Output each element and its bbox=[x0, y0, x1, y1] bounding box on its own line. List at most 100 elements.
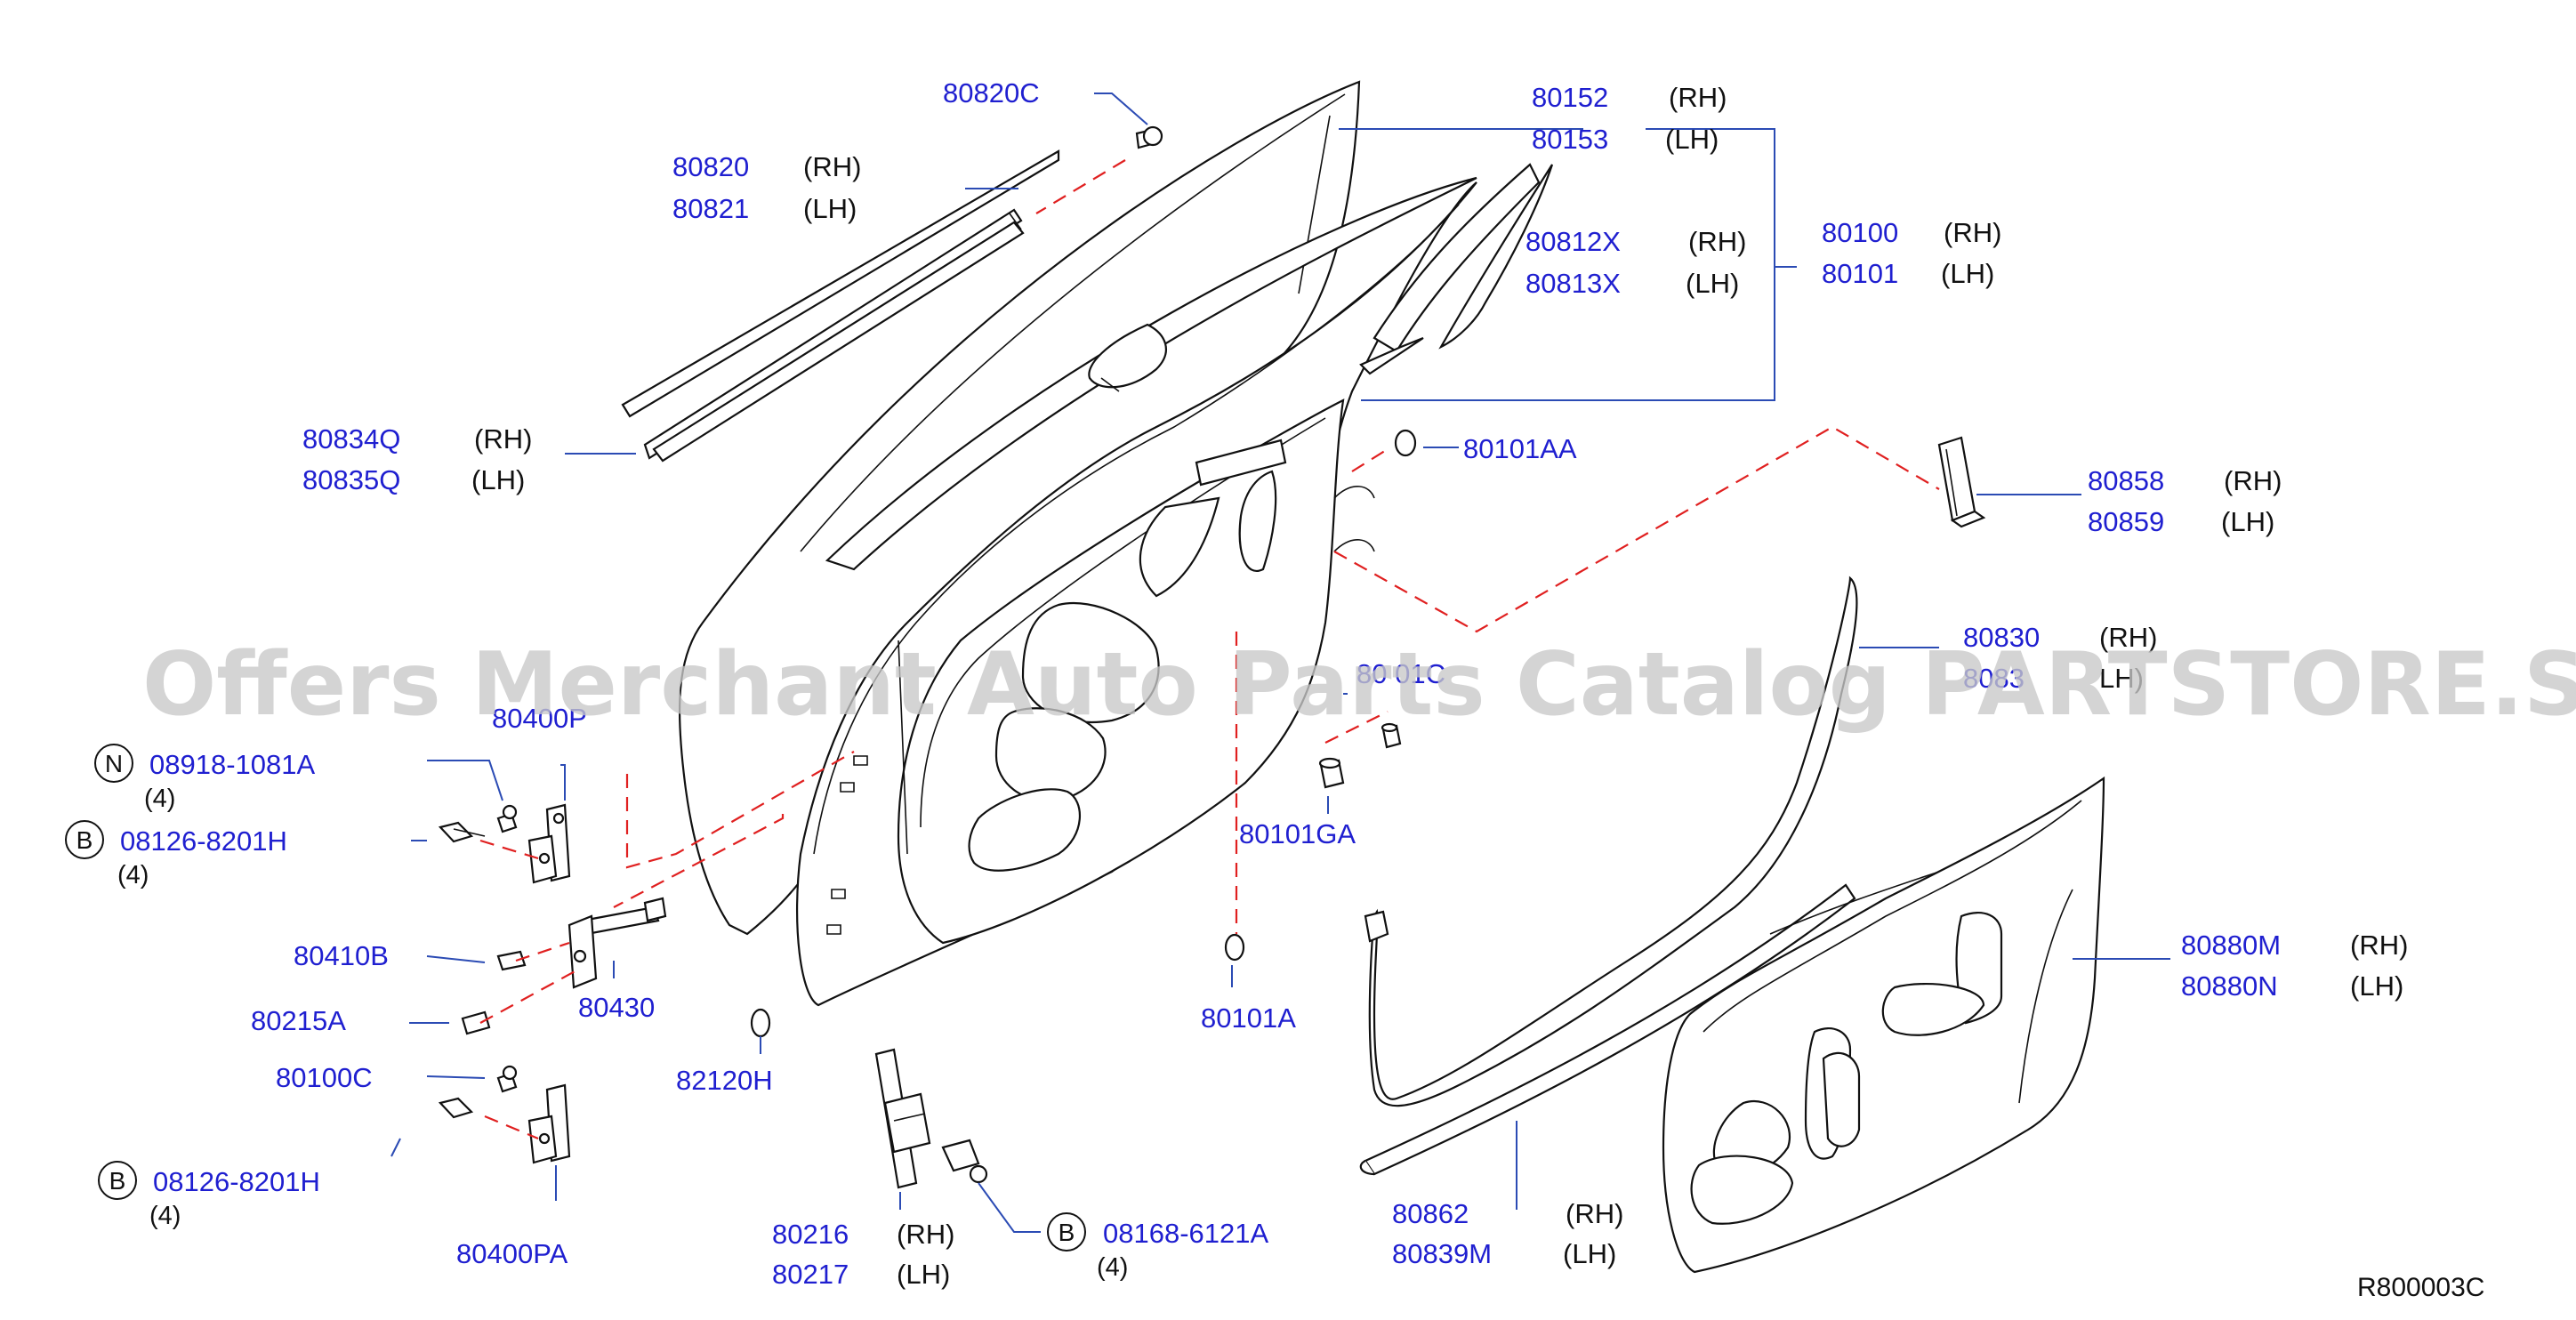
side-label: (RH) bbox=[2350, 930, 2408, 961]
lower-hinge-80400PA bbox=[438, 1065, 571, 1164]
part-number: 80839M bbox=[1392, 1238, 1492, 1269]
quantity: (4) bbox=[149, 1202, 181, 1230]
assembly-dashed-lines bbox=[479, 159, 1940, 1140]
callout-80101AA: 80101AA bbox=[1463, 433, 1577, 464]
side-label: (LH) bbox=[897, 1259, 950, 1290]
part-number: 80812X bbox=[1525, 226, 1621, 257]
part-number: 80820C bbox=[943, 77, 1040, 109]
part-number: 80430 bbox=[578, 992, 655, 1023]
upper-hinge-80400P bbox=[438, 803, 571, 884]
side-label: (LH) bbox=[1563, 1238, 1616, 1269]
badge-circle bbox=[98, 1161, 137, 1200]
callout-80400PA: 80400PA bbox=[456, 1238, 568, 1269]
clip-80820C bbox=[1135, 125, 1163, 149]
callout-80101C: 80 01C bbox=[1356, 658, 1445, 689]
side-label: (RH) bbox=[2099, 622, 2157, 653]
callout-80862: 80862 (RH) 80839M (LH) bbox=[1392, 1198, 1623, 1269]
part-number: 80101A bbox=[1201, 1002, 1296, 1034]
callout-08126-8201H-upper: B 08126-8201H (4) bbox=[65, 820, 287, 889]
door-trim-panel-80880 bbox=[1662, 776, 2105, 1274]
callout-80216: 80216 (RH) 80217 (LH) bbox=[772, 1219, 954, 1290]
part-number: 80101AA bbox=[1463, 433, 1577, 464]
quantity: (4) bbox=[1097, 1253, 1128, 1282]
callout-80820: 80820 (RH) 80821 (LH) bbox=[672, 151, 861, 224]
callout-80430: 80430 bbox=[578, 992, 655, 1023]
callout-80101A: 80101A bbox=[1201, 1002, 1296, 1034]
callout-80880M: 80880M (RH) 80880N (LH) bbox=[2181, 930, 2408, 1002]
callout-80830: 80830 (RH) 8083 LH) bbox=[1963, 622, 2157, 694]
callout-80858: 80858 (RH) 80859 (LH) bbox=[2088, 465, 2282, 537]
callout-08918-1081A: N 08918-1081A (4) bbox=[94, 744, 315, 813]
callout-80820C: 80820C bbox=[943, 77, 1040, 109]
side-label: (LH) bbox=[1686, 268, 1739, 299]
part-number: 80153 bbox=[1532, 124, 1608, 155]
watermark: Offers Merchant Auto Parts Catalog PARTS… bbox=[142, 634, 2576, 736]
badge-letter: B bbox=[1059, 1219, 1075, 1246]
callout-80100: 80100 (RH) 80101 (LH) bbox=[1822, 217, 2001, 289]
badge-letter: B bbox=[109, 1167, 126, 1195]
part-number: 80100 bbox=[1822, 217, 1898, 248]
callout-80215A: 80215A bbox=[251, 1005, 346, 1036]
callout-08168-6121A: B 08168-6121A (4) bbox=[1047, 1212, 1268, 1282]
badge-circle bbox=[94, 744, 133, 783]
part-number: 80215A bbox=[251, 1005, 346, 1036]
door-inner-panel bbox=[795, 181, 1477, 1007]
part-number: 08126-8201H bbox=[120, 825, 287, 857]
outer-molding-strips bbox=[621, 149, 1060, 463]
part-number: 80859 bbox=[2088, 506, 2164, 537]
part-number: 80858 bbox=[2088, 465, 2164, 496]
part-number: 82120H bbox=[676, 1065, 773, 1096]
callout-80152: 80152 (RH) 80153 (LH) bbox=[1532, 82, 1727, 155]
side-label: (RH) bbox=[1944, 217, 2001, 248]
quantity: (4) bbox=[117, 861, 149, 889]
leader-lines bbox=[390, 93, 2170, 1233]
check-link-80430 bbox=[461, 897, 667, 1035]
catalog-code: R800003C bbox=[2357, 1273, 2484, 1302]
side-label: (RH) bbox=[1688, 226, 1746, 257]
callout-80834Q: 80834Q (RH) 80835Q (LH) bbox=[302, 423, 532, 495]
side-label: (RH) bbox=[474, 423, 532, 455]
side-label: (LH) bbox=[803, 193, 857, 224]
side-label: (RH) bbox=[1566, 1198, 1623, 1229]
part-number: 80835Q bbox=[302, 464, 400, 495]
part-number: 80152 bbox=[1532, 82, 1608, 113]
side-label: (RH) bbox=[1669, 82, 1727, 113]
side-label: (LH) bbox=[2350, 970, 2403, 1002]
callout-80410B: 80410B bbox=[294, 940, 389, 971]
weatherstrip-80830 bbox=[1359, 575, 1858, 1176]
callout-80101GA: 80101GA bbox=[1239, 818, 1356, 849]
part-number: 80216 bbox=[772, 1219, 849, 1250]
side-label: (LH) bbox=[2221, 506, 2274, 537]
part-number: 80813X bbox=[1525, 268, 1621, 299]
plug-82120H bbox=[750, 1008, 771, 1038]
part-number: 80217 bbox=[772, 1259, 849, 1290]
callout-08126-8201H-lower: B 08126-8201H (4) bbox=[98, 1161, 320, 1230]
part-number: 80834Q bbox=[302, 423, 400, 455]
quantity: (4) bbox=[144, 785, 175, 813]
part-number: 80410B bbox=[294, 940, 389, 971]
callout-80100C: 80100C bbox=[276, 1062, 373, 1093]
grommets-80101GA bbox=[1318, 722, 1402, 789]
side-label: (LH) bbox=[1941, 258, 1994, 289]
part-number: 80880M bbox=[2181, 930, 2281, 961]
plug-80101AA bbox=[1394, 429, 1417, 457]
part-number: 80 01C bbox=[1356, 658, 1445, 689]
part-number: 80400P bbox=[492, 703, 587, 734]
callout-80812X: 80812X (RH) 80813X (LH) bbox=[1525, 226, 1746, 299]
part-number: 80100C bbox=[276, 1062, 373, 1093]
part-number: 80101GA bbox=[1239, 818, 1356, 849]
part-number: 8083 bbox=[1963, 663, 2025, 694]
side-label: (RH) bbox=[2224, 465, 2282, 496]
side-label: (LH) bbox=[1665, 124, 1719, 155]
callout-80400P: 80400P bbox=[492, 703, 587, 734]
side-label: (RH) bbox=[803, 151, 861, 182]
part-number: 08918-1081A bbox=[149, 749, 315, 780]
rear-accent-trim bbox=[1438, 164, 1554, 350]
part-number: 08168-6121A bbox=[1103, 1218, 1268, 1249]
part-number: 08126-8201H bbox=[153, 1166, 320, 1197]
part-number: 80880N bbox=[2181, 970, 2278, 1002]
callout-82120H: 82120H bbox=[676, 1065, 773, 1096]
badge-letter: N bbox=[105, 750, 123, 777]
badge-letter: B bbox=[76, 826, 93, 854]
